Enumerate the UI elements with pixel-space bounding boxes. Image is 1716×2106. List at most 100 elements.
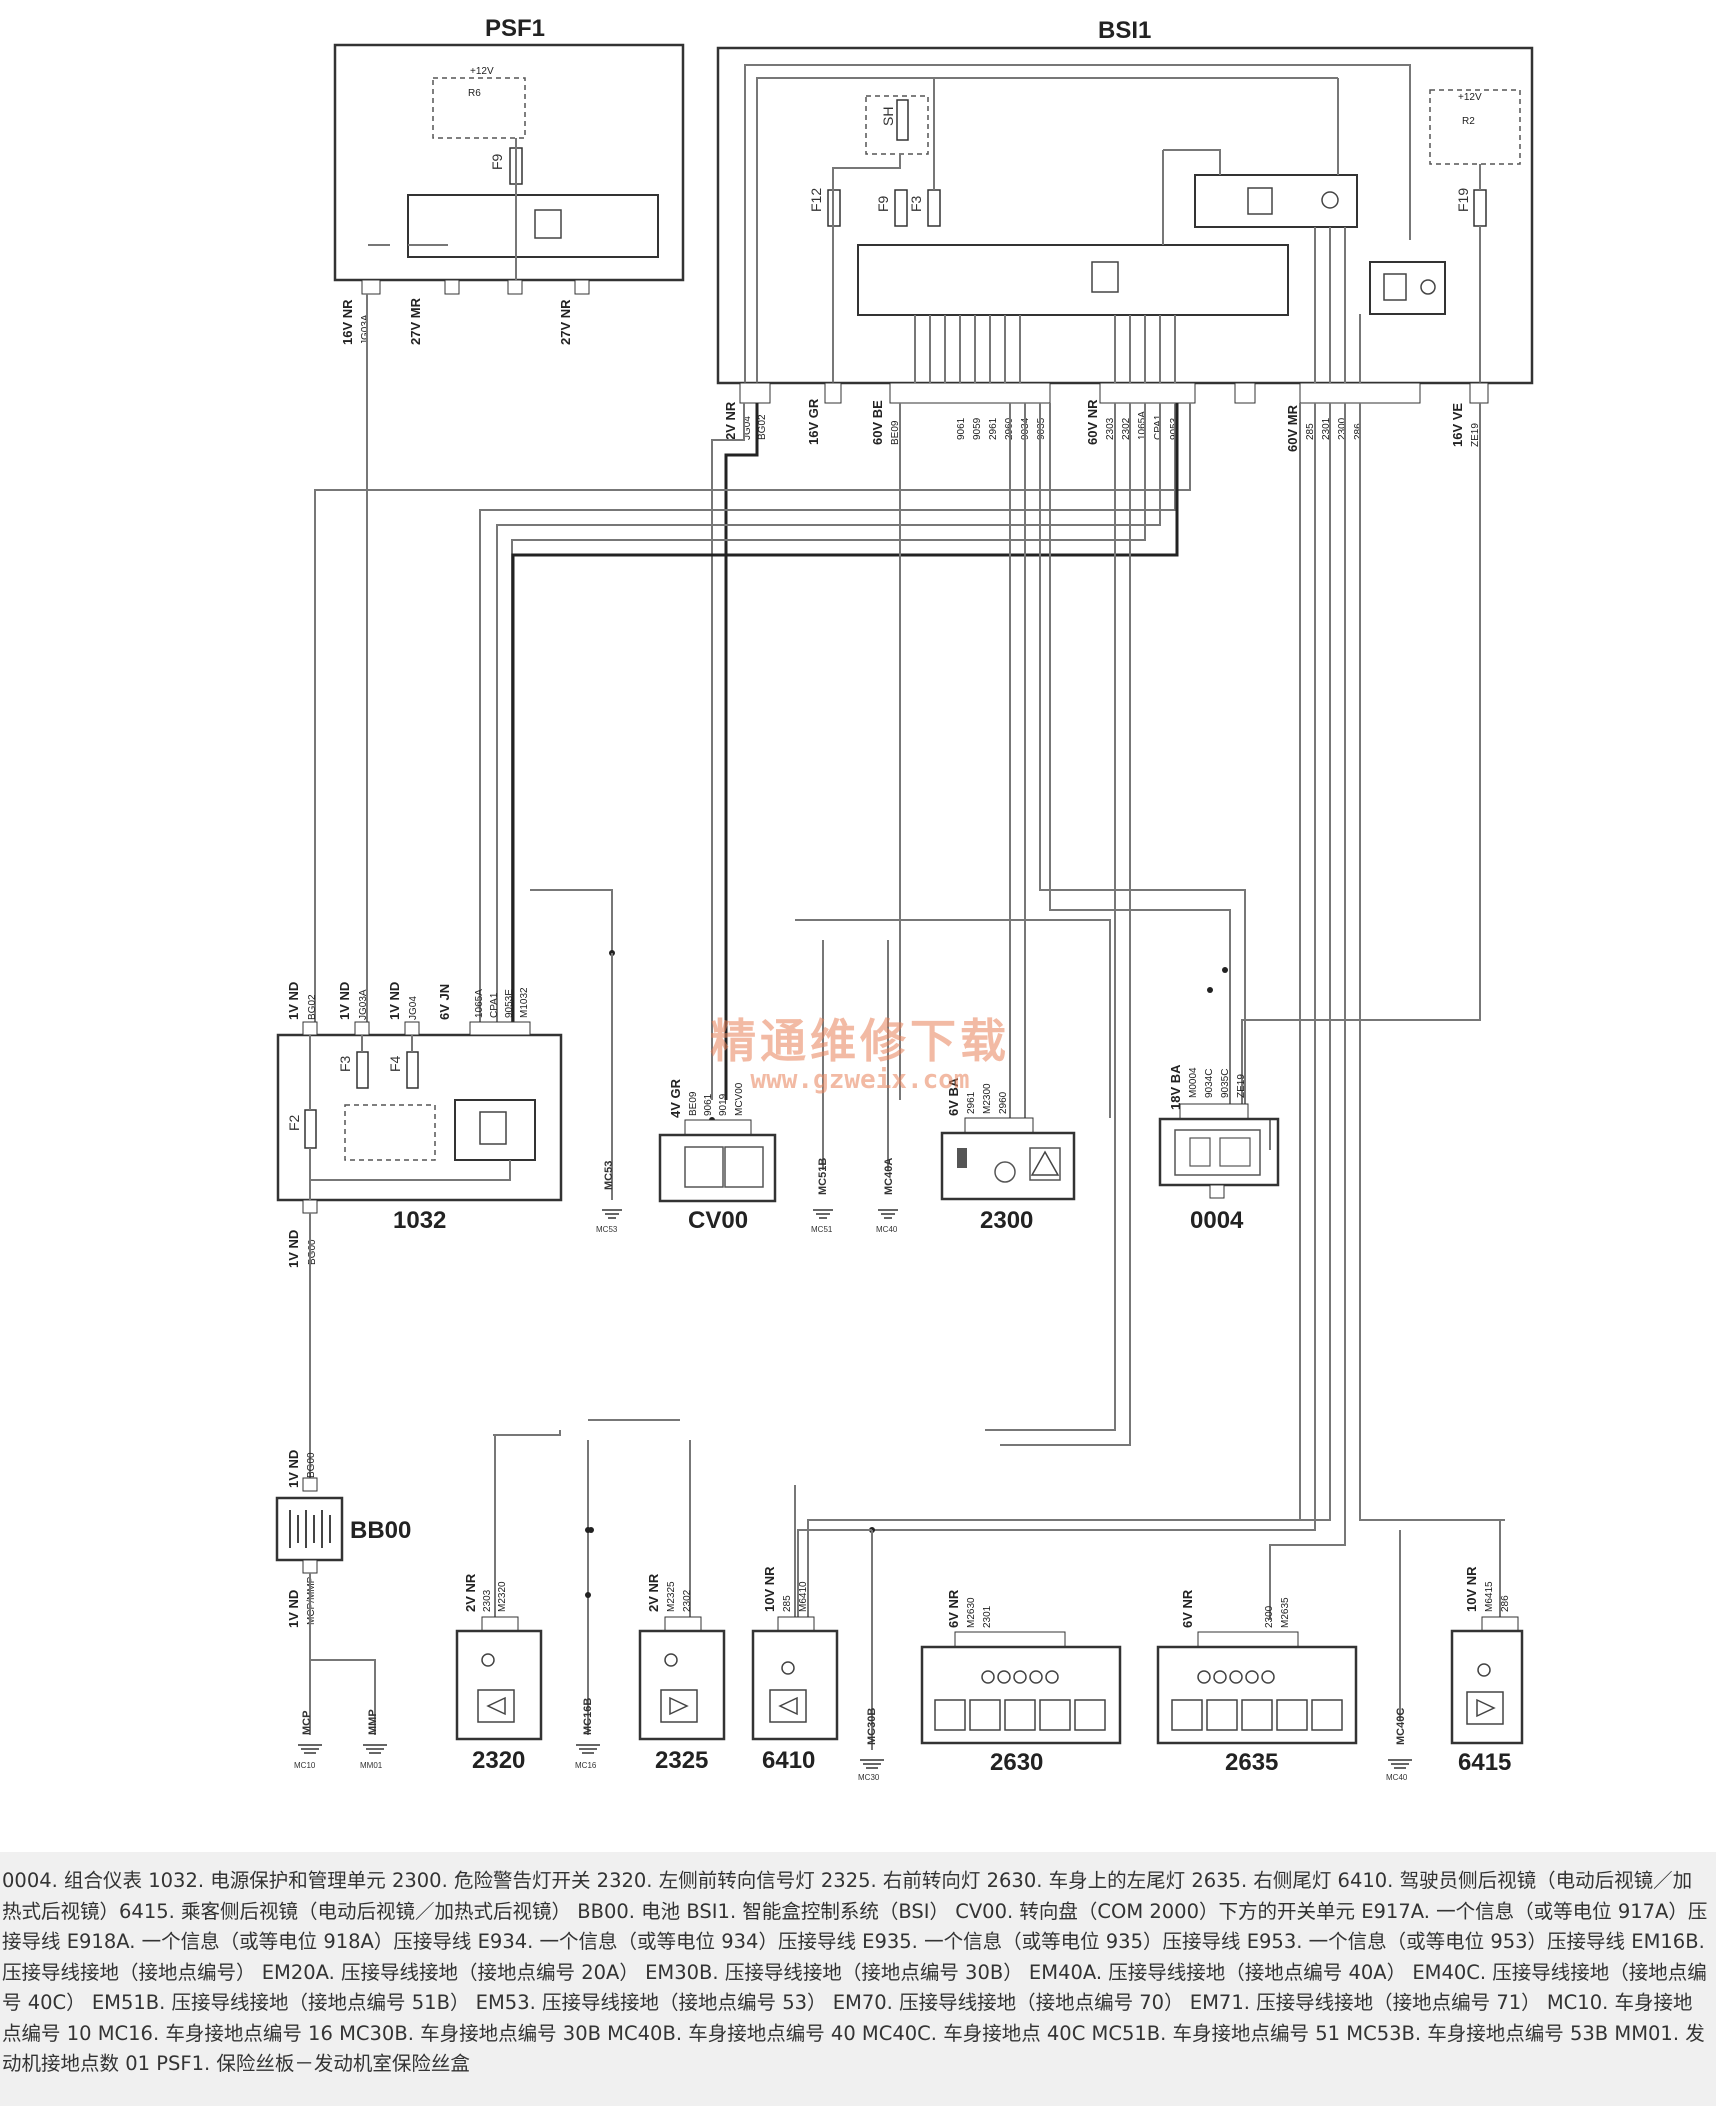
module-cv00: CV00 4V GR BE09 9061 9019 MCV00 [658, 1078, 777, 1234]
m1032-fuse-f2 [304, 1109, 317, 1149]
m2635-m2635-label: M2635 [1280, 1597, 1291, 1628]
psf1-jg03a-label: JG03A [360, 314, 371, 345]
m0004-m0004-label: M0004 [1188, 1067, 1199, 1098]
m6410-left-arrow-icon [778, 1696, 798, 1716]
bsi-60vbe-label: 60V BE [870, 400, 885, 445]
watermark: 精通维修下载 www.gzweix.com [680, 1005, 1040, 1095]
m2325-2vnr-label: 2V NR [646, 1573, 661, 1612]
module-6410: 6410 10V NR 285 M6410 [751, 1529, 872, 1774]
m2320-2vnr-label: 2V NR [463, 1573, 478, 1612]
module-2630: 2630 6V NR M2630 2301 [920, 1589, 1122, 1776]
m2325-2302-label: 2302 [682, 1589, 693, 1612]
m1032-9053e-label: 9053E [504, 989, 515, 1018]
m6415-lamp-icon [1477, 1663, 1491, 1677]
cv00-arrow-icon [724, 1146, 764, 1188]
m2630-lamp-row-icon [981, 1670, 1059, 1684]
bsi-12v-label: +12V [1458, 92, 1482, 103]
m6410-title: 6410 [762, 1747, 815, 1774]
bsi-r2-label: R2 [1462, 116, 1475, 127]
m2630-6vnr-label: 6V NR [946, 1589, 961, 1628]
m2325-m2325-label: M2325 [666, 1581, 677, 1612]
battery-icon [289, 1510, 331, 1548]
mc51b-label: MC51B [817, 1158, 829, 1195]
psf1-16vnr-label: 16V NR [340, 299, 355, 345]
bsi-1065a-label: 1065A [1137, 411, 1148, 440]
m6410-285-label: 285 [782, 1595, 793, 1612]
m2300-2961-label: 2961 [966, 1091, 977, 1114]
mc53-label: MC53 [603, 1161, 615, 1190]
bsi-2vnr-label: 2V NR [723, 401, 738, 440]
module-2325: 2325 2V NR M2325 2302 [638, 1573, 726, 1774]
m1032-chip-icon [479, 1111, 507, 1145]
ground-mmp: MMP MM01 [360, 1709, 387, 1770]
bsi-fuse-f9 [894, 189, 908, 227]
wire-harness [309, 294, 1505, 1720]
bsi-chip3-icon [1383, 273, 1407, 301]
module-2635: 2635 6V NR 2300 M2635 [1156, 1589, 1358, 1776]
m2635-6vnr-label: 6V NR [1180, 1589, 1195, 1628]
mc53-small-label: MC53 [596, 1225, 618, 1234]
bsi-f9-label: F9 [875, 195, 891, 212]
mcp-label: MCP [301, 1711, 313, 1735]
bsi-16vve-label: 16V VE [1450, 403, 1465, 447]
m2630-2301-label: 2301 [982, 1605, 993, 1628]
bsi-2961-label: 2961 [988, 417, 999, 440]
m2635-2300-label: 2300 [1264, 1605, 1275, 1628]
psf1-title: PSF1 [485, 15, 545, 42]
m2635-title: 2635 [1225, 1749, 1278, 1776]
psf1-module: PSF1 +12V R6 F9 16V NR JG03A 27V MR 27V … [333, 15, 685, 345]
m0004-9034c-label: 9034C [1204, 1069, 1215, 1098]
bb00-1vnd-label: 1V ND [286, 1450, 301, 1488]
m1032-jg03a-label: JG03A [358, 989, 369, 1020]
cv00-9019-label: 9019 [718, 1093, 729, 1116]
bsi-2303-label: 2303 [1105, 417, 1116, 440]
mc40a-label: MC40A [883, 1158, 895, 1195]
bb00-bg00-label: BG00 [306, 1452, 317, 1478]
bsi-clock2-icon [1420, 279, 1436, 295]
bsi-60vmr-label: 60V MR [1285, 404, 1300, 452]
m2300-2960-label: 2960 [998, 1091, 1009, 1114]
m6410-m6410-label: M6410 [798, 1581, 809, 1612]
hazard-triangle-icon [1030, 1150, 1060, 1176]
ground-mcp: MCP MC10 [294, 1711, 322, 1770]
bsi-2300-label: 2300 [1337, 417, 1348, 440]
module-0004: 0004 18V BA M0004 9034C 9035C ZE19 [1158, 1064, 1280, 1234]
psf1-27vnr-label: 27V NR [558, 299, 573, 345]
module-1032: F2 F3 F4 1032 1V ND BG02 1V ND JG03A 1V … [276, 982, 563, 1440]
bsi-16vgr-label: 16V GR [806, 398, 821, 445]
mmp-label: MMP [367, 1709, 379, 1735]
m6415-title: 6415 [1458, 1749, 1511, 1776]
cv00-title: CV00 [688, 1207, 748, 1234]
module-6415: 6415 10V NR M6415 286 [1450, 1566, 1524, 1776]
m2320-2303-label: 2303 [482, 1589, 493, 1612]
mc10-small-label: MC10 [294, 1761, 316, 1770]
m1032-f4-label: F4 [387, 1055, 403, 1072]
m1032-f3-label: F3 [337, 1055, 353, 1072]
bsi-cpa1-label: CPA1 [1153, 414, 1164, 440]
bsi-60vnr-label: 60V NR [1085, 399, 1100, 445]
legend-panel: 0004. 组合仪表 1032. 电源保护和管理单元 2300. 危险警告灯开关… [0, 1852, 1716, 2106]
bsi-2302-label: 2302 [1121, 417, 1132, 440]
bsi-be09-label: BE09 [890, 420, 901, 445]
m0004-9035c-label: 9035C [1220, 1069, 1231, 1098]
bb00-title: BB00 [350, 1517, 411, 1544]
m1032-m1032-label: M1032 [519, 987, 530, 1018]
bsi1-title: BSI1 [1098, 17, 1151, 44]
ground-mc30b: MC30B MC30 [858, 1530, 884, 1782]
bsi-sh-label: SH [880, 107, 896, 126]
ground-mc51b: MC51B MC51 [811, 1158, 833, 1234]
m2325-title: 2325 [655, 1747, 708, 1774]
m1032-f2-label: F2 [286, 1114, 302, 1131]
m6415-10vnr-label: 10V NR [1464, 1566, 1479, 1612]
m6410-lamp-icon [781, 1661, 795, 1675]
bsi-285-label: 285 [1305, 423, 1316, 440]
cv00-mcv00-label: MCV00 [734, 1082, 745, 1116]
m2320-lamp-icon [481, 1653, 495, 1667]
mc40-small-label: MC40 [876, 1225, 898, 1234]
bsi-9059-label: 9059 [972, 417, 983, 440]
m2630-m2630-label: M2630 [966, 1597, 977, 1628]
m1032-cpa1-label: CPA1 [489, 992, 500, 1018]
cv00-9061-label: 9061 [703, 1093, 714, 1116]
psf1-27vmr-label: 27V MR [408, 297, 423, 345]
m2300-switch-icon [957, 1148, 967, 1168]
